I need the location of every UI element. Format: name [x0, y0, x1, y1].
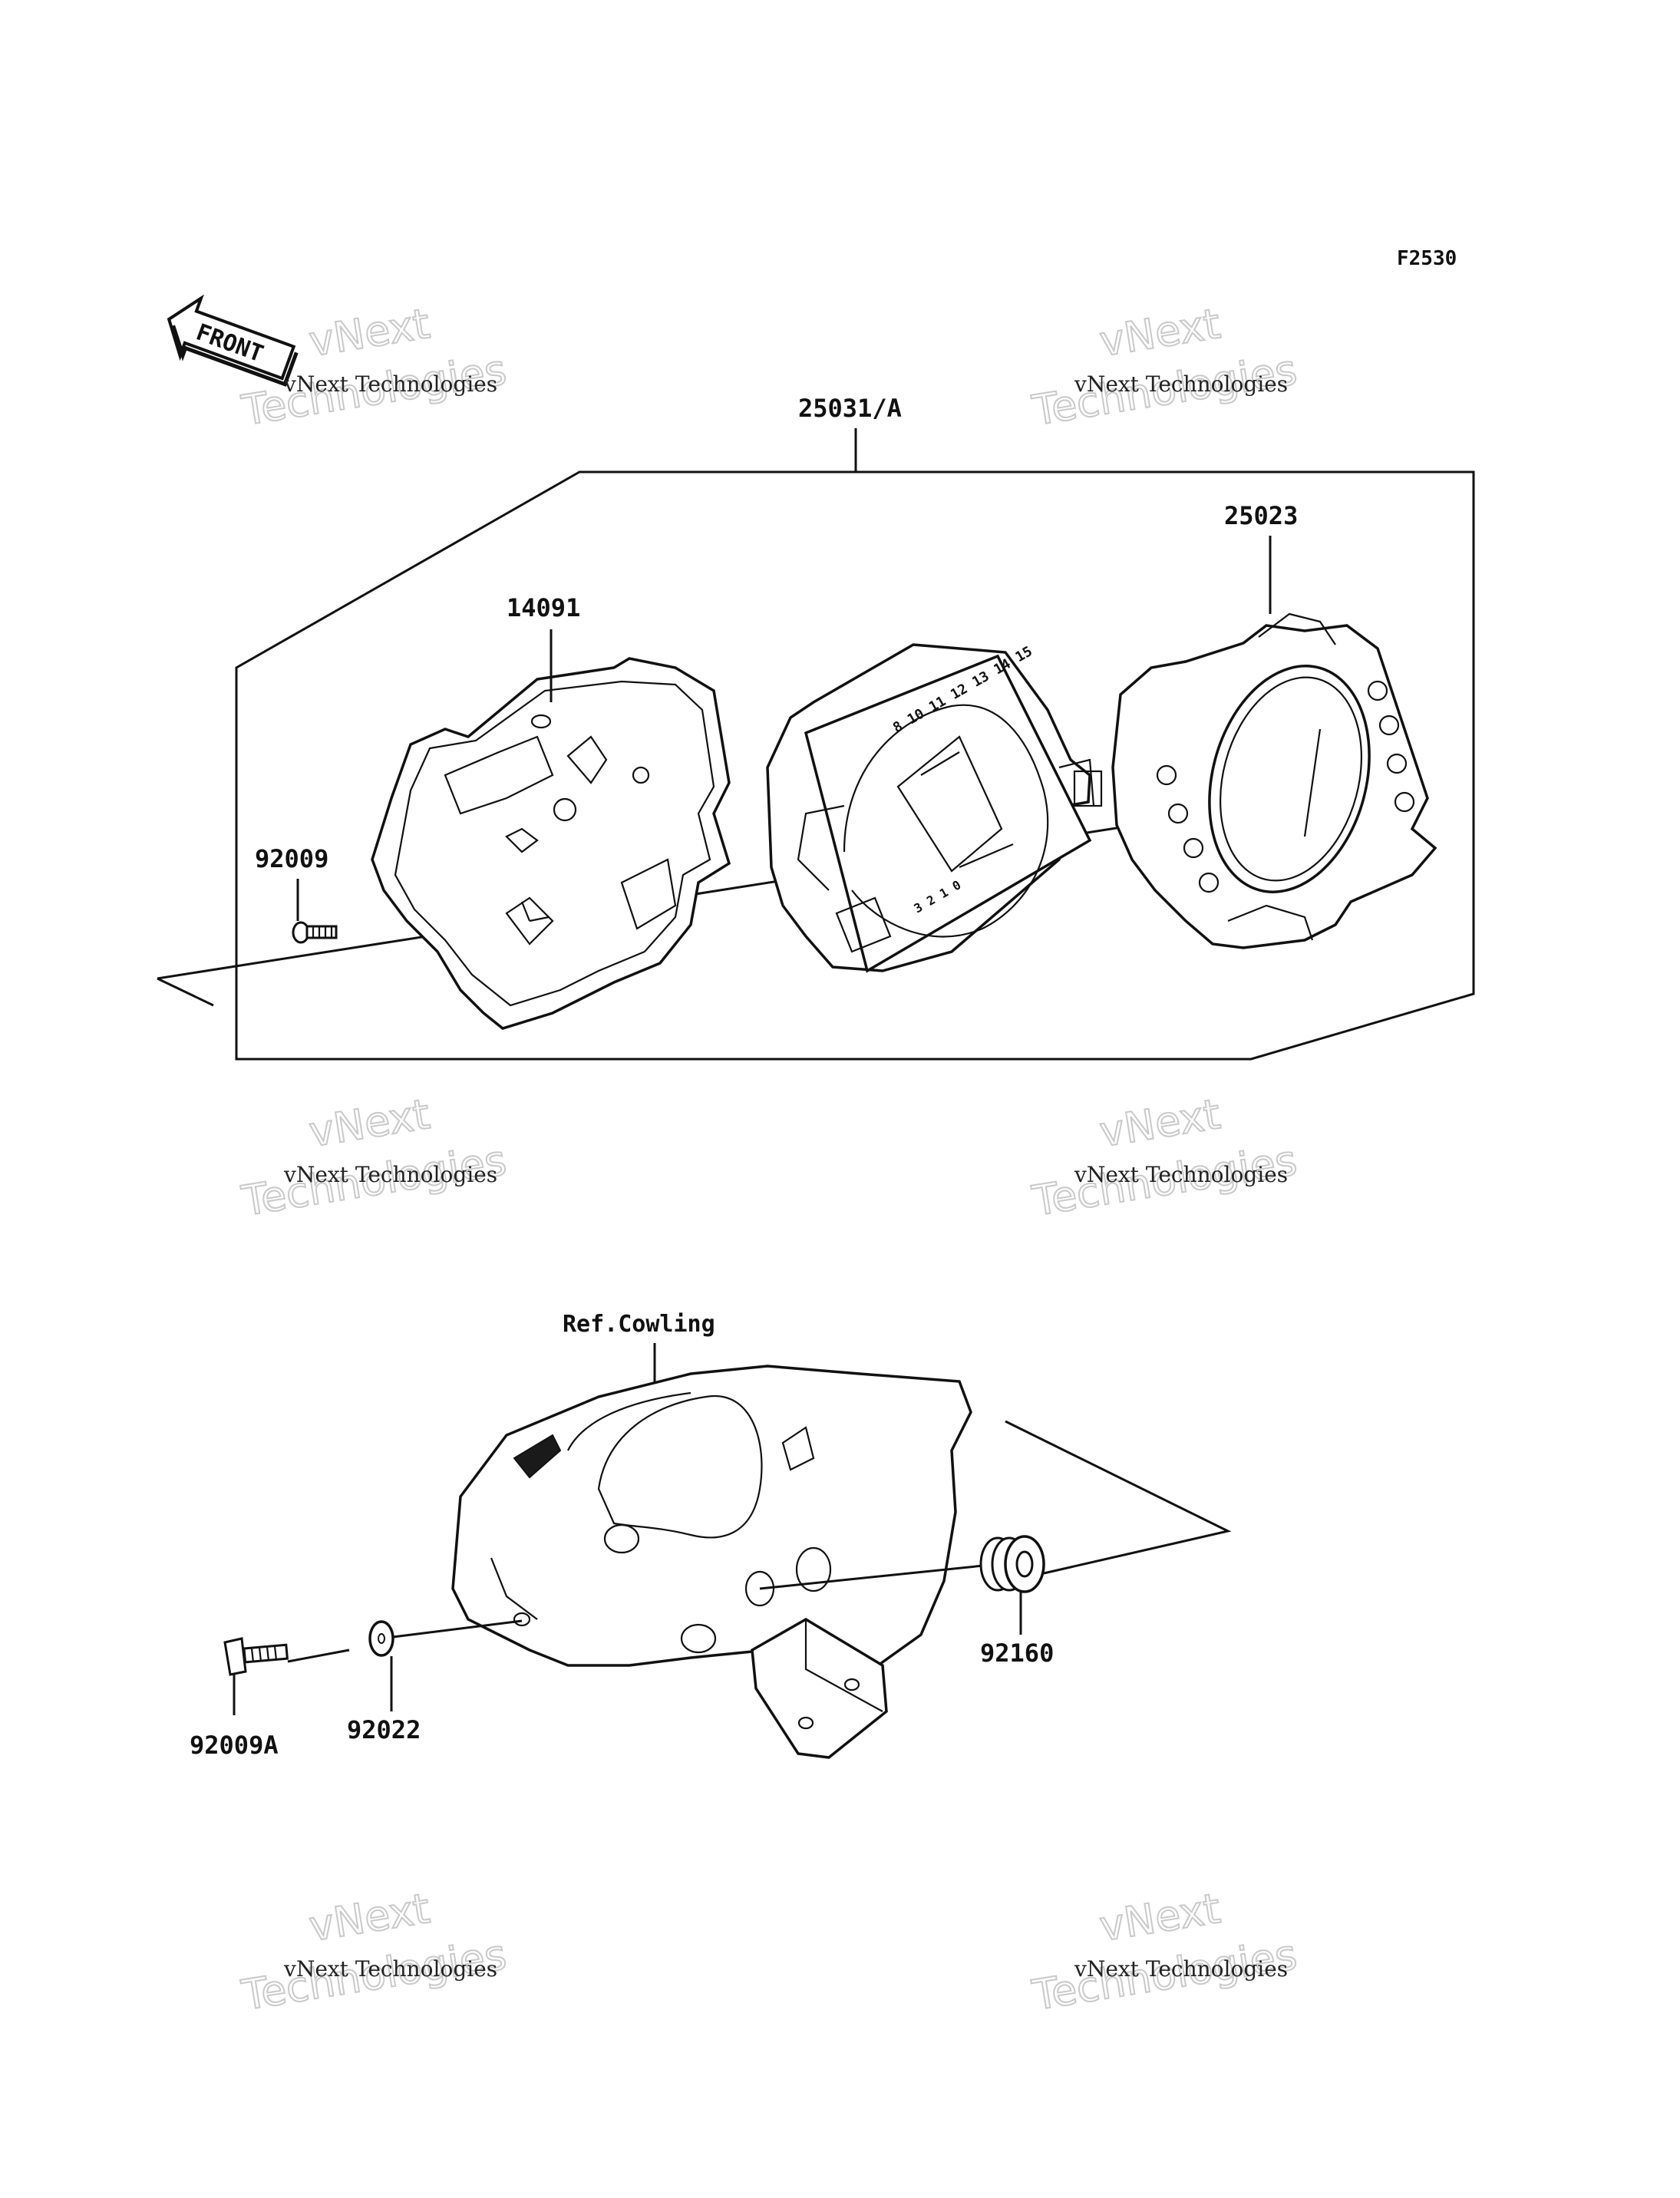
label-92022: 92022 [347, 1715, 421, 1744]
meter-assembly-group: 25031/A 14091 92009 [157, 394, 1475, 1061]
svg-text:vNext: vNext [1097, 1090, 1224, 1157]
label-92009a: 92009A [190, 1731, 279, 1760]
washer-92022 [368, 1620, 394, 1657]
svg-text:vNext: vNext [306, 1884, 434, 1951]
watermark-6: vNext Technologies vNext Technologies [1028, 1883, 1301, 2021]
svg-text:vNext: vNext [1097, 299, 1224, 366]
meter-body: 8 10 11 12 13 14 15 3 2 1 0 [766, 643, 1103, 973]
svg-text:vNext Technologies: vNext Technologies [1074, 371, 1288, 397]
cowling-group: Ref.Cowling [190, 1311, 1232, 1760]
screw-92009 [292, 921, 338, 944]
assembly-frame [235, 470, 1475, 1061]
svg-text:vNext: vNext [1097, 1884, 1224, 1951]
assembly-frame-tick [157, 977, 214, 1007]
meter-case-cover-25023 [1111, 612, 1437, 949]
label-92160: 92160 [980, 1639, 1054, 1668]
svg-text:vNext Technologies: vNext Technologies [1074, 1162, 1288, 1187]
svg-text:vNext Technologies: vNext Technologies [283, 1956, 497, 1982]
label-25031a: 25031/A [798, 394, 902, 423]
grommet-bracket-lines [1005, 1420, 1232, 1575]
label-92009: 92009 [255, 844, 328, 873]
grommet-centerline [759, 1560, 1022, 1590]
label-25023: 25023 [1224, 501, 1298, 530]
meter-cover-14091 [371, 657, 731, 1030]
watermark-5: vNext Technologies vNext Technologies [238, 1883, 510, 2021]
figure-code: F2530 [1397, 247, 1457, 270]
screw-centerline [287, 1648, 350, 1663]
svg-text:vNext: vNext [306, 1090, 434, 1157]
svg-text:vNext Technologies: vNext Technologies [1074, 1956, 1288, 1982]
front-arrow-icon: FRONT [167, 294, 299, 387]
svg-text:vNext: vNext [306, 299, 434, 366]
screw-92009a [223, 1637, 289, 1676]
watermark-3: vNext Technologies vNext Technologies [238, 1089, 510, 1226]
watermark-4: vNext Technologies vNext Technologies [1028, 1089, 1301, 1226]
label-ref-cowling: Ref.Cowling [563, 1311, 715, 1338]
cowling [451, 1365, 972, 1759]
label-14091: 14091 [507, 593, 580, 622]
svg-text:vNext Technologies: vNext Technologies [283, 371, 497, 397]
watermark-2: vNext Technologies vNext Technologies [1028, 299, 1301, 436]
grommet-92160 [979, 1535, 1045, 1593]
washer-centerline [392, 1619, 523, 1639]
svg-text:vNext Technologies: vNext Technologies [283, 1162, 497, 1187]
